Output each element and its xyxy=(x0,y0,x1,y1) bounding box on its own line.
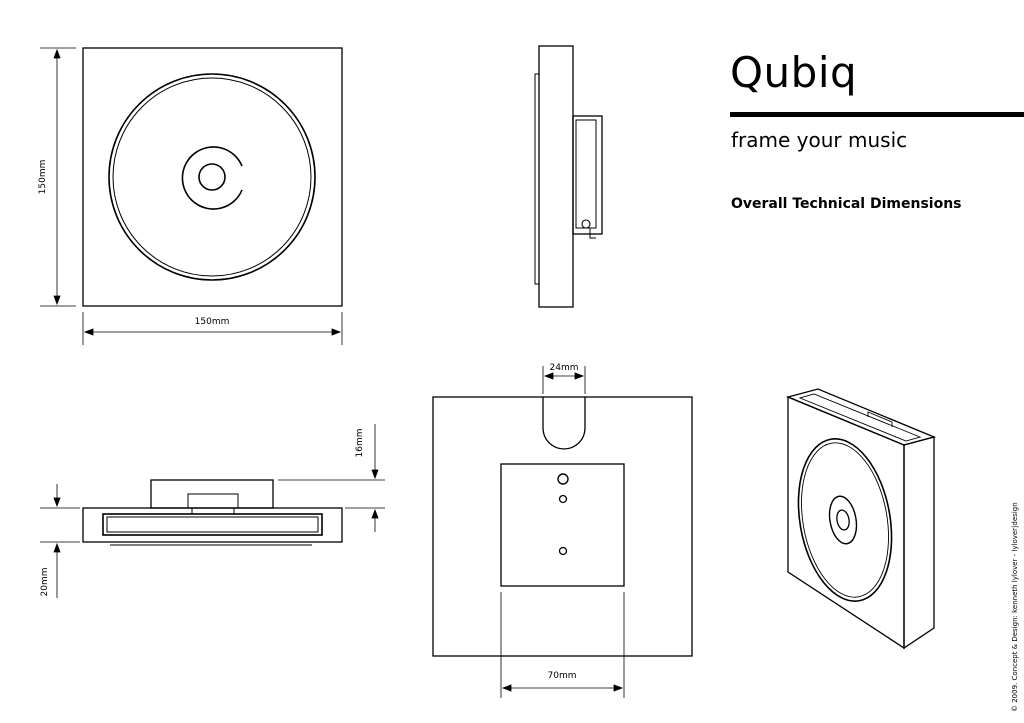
side-bracket-notch xyxy=(589,228,596,239)
back-mount-plate xyxy=(500,463,625,587)
bracket-width-dimension xyxy=(500,592,625,698)
iso-disc-hole xyxy=(836,509,850,531)
iso-front-face xyxy=(787,396,905,650)
isometric-view xyxy=(785,388,937,650)
bracket-height-label: 16mm xyxy=(355,429,365,458)
front-width-dimension xyxy=(82,312,343,345)
front-height-dimension xyxy=(40,47,76,307)
top-disc-slot-inner xyxy=(106,516,319,533)
disc-outer-ring xyxy=(108,73,316,281)
copyright-notice: © 2009. Concept & Design: kenneth lylove… xyxy=(1011,502,1019,712)
back-view xyxy=(432,396,693,657)
slot-width-label: 24mm xyxy=(550,363,579,373)
side-frame-outline xyxy=(538,45,574,308)
iso-side-face xyxy=(903,436,935,650)
section-heading: Overall Technical Dimensions xyxy=(731,196,962,212)
back-disc-slot xyxy=(542,397,586,450)
side-bracket-inner xyxy=(575,119,597,229)
back-frame-outline xyxy=(432,396,693,657)
back-mount-hole-lower xyxy=(558,546,568,556)
iso-bracket-top xyxy=(867,411,893,427)
iso-top-face xyxy=(785,388,937,446)
side-front-lip xyxy=(534,73,540,285)
side-view xyxy=(534,45,603,308)
side-bracket-outer xyxy=(572,115,603,235)
back-mount-hole-large xyxy=(557,473,569,485)
iso-disc-outer xyxy=(797,438,893,602)
side-mount-hole xyxy=(581,219,591,229)
front-width-label: 150mm xyxy=(195,317,230,327)
top-frame-outline xyxy=(82,507,343,543)
bracket-width-label: 70mm xyxy=(548,671,577,681)
brand-tagline: frame your music xyxy=(731,128,908,152)
iso-disc-hub xyxy=(828,495,858,545)
frame-depth-label: 20mm xyxy=(40,568,50,597)
iso-disc-inner xyxy=(801,442,889,598)
top-view xyxy=(82,479,343,546)
disc-inner-ring xyxy=(112,77,312,277)
slot-width-dimension xyxy=(542,366,586,394)
iso-disc-slot xyxy=(798,393,922,442)
disc-center-hole xyxy=(198,163,226,191)
top-bracket-clip xyxy=(187,493,239,509)
bracket-height-dimension xyxy=(278,424,385,532)
front-view xyxy=(82,47,343,307)
top-disc-slot-outer xyxy=(102,513,323,536)
brand-title: Qubiq xyxy=(730,48,858,97)
front-height-label: 150mm xyxy=(38,160,48,195)
front-frame-outline xyxy=(82,47,343,307)
title-rule xyxy=(730,112,1024,117)
frame-depth-dimension xyxy=(40,484,80,598)
disc-hub-ring xyxy=(181,146,243,210)
back-mount-hole-small xyxy=(558,494,568,504)
